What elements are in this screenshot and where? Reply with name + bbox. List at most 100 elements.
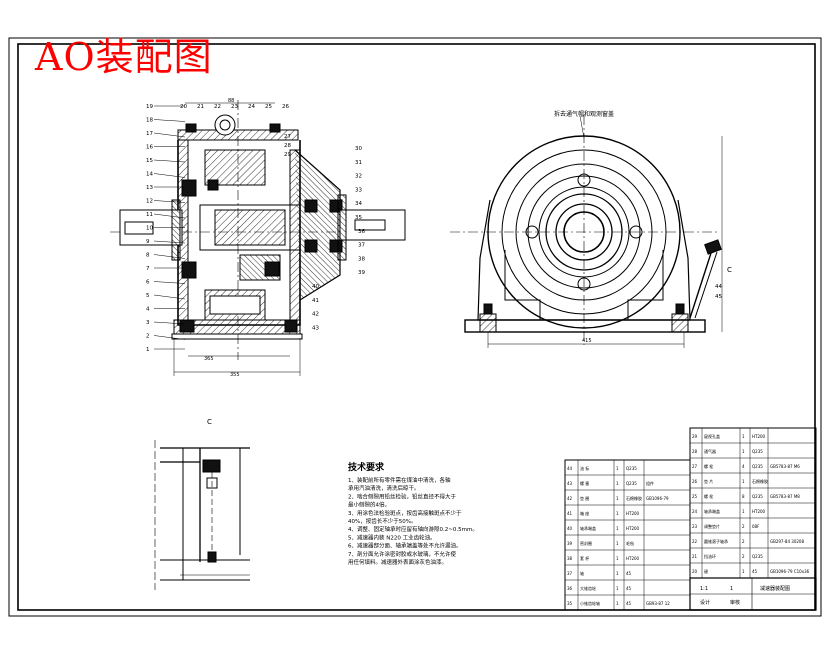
callout-number: 10	[146, 226, 153, 232]
table-cell: 挡油环	[704, 553, 716, 559]
callout-number: 25	[265, 104, 272, 110]
title-block: 减速器装配图 1:1 1 设计 审核	[700, 585, 790, 606]
table-cell: Q235	[752, 494, 763, 499]
table-cell: 39	[567, 541, 573, 546]
callout-leader	[153, 240, 186, 244]
table-cell: 毛毡	[626, 540, 634, 546]
table-cell: 27	[692, 464, 698, 469]
table-cell: 38	[567, 556, 573, 561]
callout-leader	[153, 281, 186, 284]
table-cell: 23	[692, 524, 698, 529]
parts-table-grid	[564, 427, 817, 611]
table-cell: Q235	[752, 554, 763, 559]
callout-number: 38	[358, 256, 365, 262]
callout-leader	[153, 132, 186, 138]
table-cell: 1	[616, 466, 619, 471]
callout-number: 11	[146, 212, 153, 218]
table-cell: 螺 塞	[580, 480, 589, 486]
callout-number: 15	[146, 158, 153, 164]
callout-number: 42	[312, 312, 319, 318]
callout-number: 37	[358, 243, 365, 249]
table-cell: 35	[567, 601, 573, 606]
tech-heading: 技术要求	[348, 461, 385, 473]
callout-number: 24	[248, 104, 255, 110]
table-cell: 43	[567, 481, 573, 486]
table-cell: 45	[752, 569, 758, 574]
callout-number: 30	[355, 146, 362, 152]
callout-number: 45	[715, 294, 722, 300]
callout-leader	[153, 173, 186, 178]
tech-requirement-line: 2、啮合侧隙用铅丝检验，铅丝直径不得大于	[348, 492, 457, 500]
dimension-left-base: 355	[230, 372, 240, 378]
callout-number: 2	[146, 334, 150, 340]
callout-leader	[153, 335, 186, 340]
table-cell: 1	[742, 509, 745, 514]
callout-number: 8	[146, 253, 150, 259]
callout-number: 34	[355, 201, 362, 207]
table-cell: 1	[616, 511, 619, 516]
table-cell: 1	[742, 434, 745, 439]
table-cell: 25	[692, 494, 698, 499]
table-cell: GB5783-87 M6	[770, 464, 800, 469]
table-cell: HT200	[626, 511, 640, 516]
callout-number: 33	[355, 187, 362, 193]
callout-number: 41	[312, 298, 319, 304]
callout-number: 16	[146, 145, 153, 151]
table-cell: 密封圈	[580, 540, 592, 546]
table-cell: 窥视孔盖	[704, 433, 720, 439]
tech-requirement-line: 40%，按齿长不少于50%。	[348, 517, 416, 525]
table-cell: 箱 座	[580, 510, 589, 516]
dimension-right-base: 415	[582, 338, 592, 344]
tech-requirement-line: 6、减速器部分面、轴承端盖等处不允许漏油。	[348, 542, 462, 550]
callout-number: 18	[146, 118, 153, 124]
callout-number: 36	[358, 229, 365, 235]
table-cell: 圆锥滚子轴承	[704, 538, 728, 544]
tech-requirement-line: 4、调整、固定轴承时应留有轴向游隙0.2~0.5mm。	[348, 525, 478, 533]
callout-number: 4	[146, 307, 150, 313]
table-cell: 组件	[646, 480, 654, 486]
table-cell: 45	[626, 601, 632, 606]
inner-border	[17, 43, 816, 611]
callout-number: 13	[146, 185, 153, 191]
table-cell: 26	[692, 479, 698, 484]
callout-number: 32	[355, 174, 362, 180]
callout-number: 14	[146, 172, 153, 178]
callout-number: 28	[284, 143, 291, 149]
table-cell: 1	[742, 569, 745, 574]
table-cell: 螺 栓	[704, 493, 713, 499]
table-cell: GB5783-87 M8	[770, 494, 800, 499]
callout-leader	[153, 200, 186, 203]
callout-leader	[153, 213, 186, 219]
table-cell: 1	[616, 526, 619, 531]
table-cell: 轴承端盖	[704, 508, 720, 514]
table-cell: 42	[567, 496, 573, 501]
callout-number: 31	[355, 160, 362, 166]
callout-number: 27	[284, 134, 291, 140]
table-cell: 石棉橡胶	[752, 478, 768, 484]
title-block-scale: 1:1	[700, 586, 708, 592]
table-cell: HT200	[626, 526, 640, 531]
table-cell: 1	[742, 479, 745, 484]
callout-leader	[153, 159, 186, 163]
callout-number: 3	[146, 320, 150, 326]
callout-number: 20	[180, 104, 187, 110]
table-cell: 44	[567, 466, 573, 471]
table-cell: 2	[742, 524, 745, 529]
callout-number: 5	[146, 293, 150, 299]
tech-requirement-line: 承用汽油清洗，清洗后晾干。	[348, 484, 420, 492]
callout-leader	[153, 254, 186, 259]
table-cell: 4	[742, 464, 745, 469]
callout-number: 23	[231, 104, 238, 110]
table-cell: 24	[692, 509, 698, 514]
detail-c-label: C	[207, 418, 212, 426]
table-cell: 1	[616, 586, 619, 591]
table-cell: GB1096-79 C10x36	[770, 569, 810, 574]
callout-number: 29	[284, 152, 291, 158]
table-cell: 调整垫片	[704, 523, 720, 529]
side-view	[450, 115, 723, 348]
table-cell: 石棉橡胶	[626, 495, 642, 501]
callout-number: 19	[146, 104, 153, 110]
